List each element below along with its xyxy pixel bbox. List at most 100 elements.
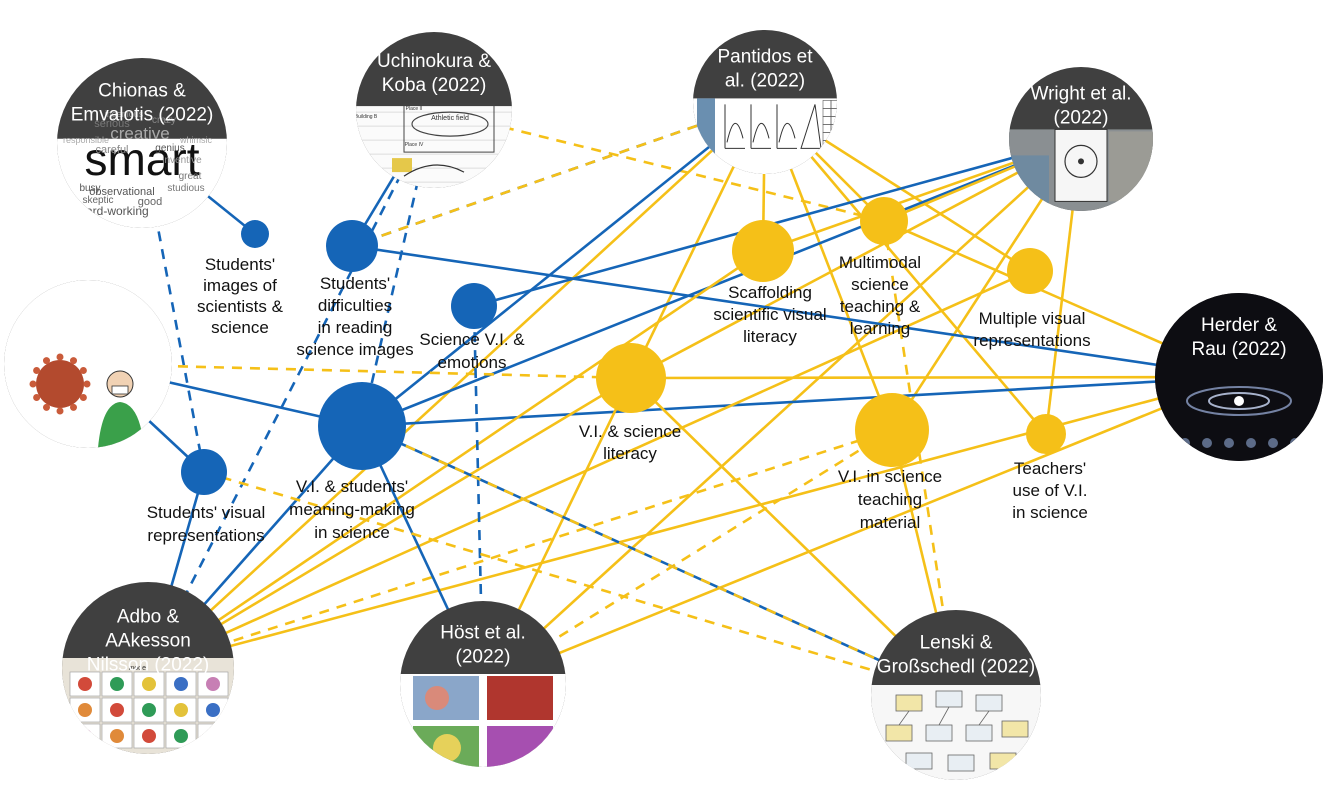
thumb-yellow-mark: [392, 158, 412, 173]
thumb-word: skeptic: [82, 195, 113, 206]
edge-herder-t_meaning-blue: [361, 375, 1240, 428]
thumb-curve: [726, 122, 744, 143]
thumb-word: crazy: [152, 115, 176, 126]
paper-label-line: Großschedl (2022): [877, 656, 1035, 677]
edge-wright-t_meaning-blue: [361, 137, 1082, 428]
thumb-cycle-center: [1078, 158, 1084, 165]
thumb-virus-spike: [33, 367, 41, 374]
theme-label: Science V.I. &emotions: [419, 330, 525, 372]
thumb-cycle-ring: [1064, 144, 1098, 178]
thumb-word: smart: [85, 133, 200, 185]
theme-label-line: scientists &: [197, 297, 284, 316]
thumb-word: model: [128, 665, 148, 672]
paper-label-line: Höst et al.: [440, 622, 526, 643]
paper-label-line: Chionas &: [98, 80, 186, 101]
thumb-clay-model: [142, 703, 156, 717]
edge-lenski-t_meaning-yellow-dashed: [361, 424, 957, 697]
theme-circle: [181, 449, 227, 495]
thumb-photo-right: [1109, 131, 1153, 202]
thumb-clay-model: [142, 729, 156, 743]
paper-thumbnail-graphs: [693, 98, 837, 174]
thumb-ui-dot: [1180, 438, 1190, 448]
thumb-word: Athletic field: [431, 115, 469, 122]
edge-christidou-t_literacy-yellow-dashed: [87, 362, 632, 380]
thumb-grid-cell: [197, 723, 229, 749]
paper-label-line: Christidou et: [35, 302, 142, 323]
thumb-virus: [36, 360, 84, 408]
thumb-clay-model: [206, 703, 220, 717]
thumb-clay-model: [110, 729, 124, 743]
thumb-photo-strip: [697, 98, 715, 169]
thumb-ui-dot: [1224, 438, 1234, 448]
theme-circle: [1007, 248, 1053, 294]
thumb-flow-box: [925, 724, 953, 742]
thumb-flow-box: [895, 694, 923, 712]
paper-label-line: Wright et al.: [1030, 83, 1131, 104]
thumb-word: observational: [89, 186, 154, 198]
thumb-clay-model: [78, 677, 92, 691]
thumb-ui-dot: [1202, 438, 1212, 448]
theme-circle: [855, 393, 929, 467]
thumb-virus-spike: [79, 367, 87, 374]
thumb-virus-spike: [33, 394, 41, 401]
theme-label-line: scientific visual: [713, 305, 826, 324]
thumb-virus-spike: [79, 394, 87, 401]
thumb-word: studious: [167, 183, 204, 194]
theme-label-line: teaching: [858, 490, 922, 509]
paper-label-line: Pantidos et: [717, 46, 813, 67]
thumb-cycle-card: [1054, 128, 1108, 202]
theme-label-line: representations: [147, 526, 264, 545]
thumb-bg: [4, 280, 172, 448]
paper-label: Höst et al. (2022): [440, 622, 526, 667]
thumb-mask: [111, 385, 129, 395]
thumb-clay-model: [110, 677, 124, 691]
thumb-flow-box: [1001, 720, 1029, 738]
theme-circle: [860, 197, 908, 245]
thumb-virus-spike: [56, 353, 64, 361]
theme-label-line: teaching &: [840, 297, 921, 316]
thumb-clay-model: [110, 703, 124, 717]
thumb-virus-spike: [43, 403, 50, 411]
paper-thumbnail-flowchart: [871, 685, 1041, 780]
thumb-galaxy-arm: [1186, 386, 1292, 416]
paper-label-line: Nilsson (2022): [87, 655, 210, 676]
thumb-word: responsible: [63, 135, 109, 145]
thumb-axes: [750, 104, 771, 149]
thumb-clay-model: [174, 677, 188, 691]
theme-label-line: emotions: [438, 353, 507, 372]
thumb-virus-spike: [83, 380, 91, 388]
thumb-galaxy-core: [1234, 396, 1244, 406]
thumb-flow-box: [965, 724, 993, 742]
edge-pantidos-adbo-yellow: [147, 101, 766, 669]
paper-label-line: (2022): [456, 646, 511, 667]
thumb-word: creative: [110, 124, 170, 143]
theme-circle: [241, 220, 269, 248]
thumb-word: hard-working: [79, 204, 148, 218]
thumb-word: inventive: [162, 155, 202, 166]
theme-label-line: V.I. in science: [838, 467, 942, 486]
theme-node-t_teachers: Teachers'use of V.I.in science: [1012, 414, 1088, 522]
paper-label-line: Koba (2022): [382, 75, 487, 96]
theme-label-line: Multimodal: [839, 253, 921, 272]
theme-label-line: in science: [314, 523, 390, 542]
edge-herder-adbo-yellow: [147, 375, 1240, 670]
theme-label-line: difficulties: [318, 296, 392, 315]
thumb-organ: [425, 686, 449, 710]
thumb-word: careful: [95, 144, 128, 156]
